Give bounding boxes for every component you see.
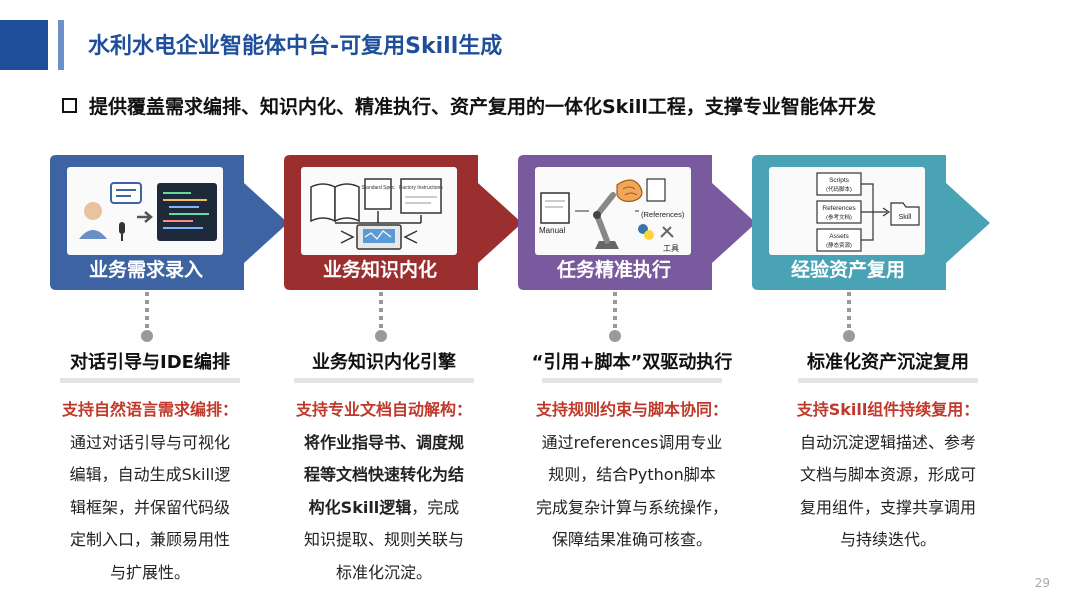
stage-3-label: 任务精准执行	[556, 259, 671, 281]
subtitle-text: 提供覆盖需求编排、知识内化、精准执行、资产复用的一体化Skill工程，支撑专业智…	[89, 96, 876, 118]
column-2-bold-line: 程等文档快速转化为结	[303, 465, 464, 484]
column-4-line: 与持续迭代。	[839, 530, 936, 549]
connector-1	[140, 290, 154, 346]
column-4-underline	[798, 378, 978, 383]
column-2-bold-line: 将作业指导书、调度规	[303, 432, 464, 452]
stage-4-references-text: References	[822, 205, 856, 212]
dialogue-ide-icon	[79, 182, 217, 241]
column-1-heading: 对话引导与IDE编排	[70, 352, 230, 373]
stage-4-scripts-text: Scripts	[829, 177, 850, 184]
precise-execution-icon: Manual (References) 工具	[539, 178, 685, 253]
subtitle: 提供覆盖需求编排、知识内化、精准执行、资产复用的一体化Skill工程，支撑专业智…	[62, 92, 876, 119]
title-accent-stripe	[58, 20, 64, 70]
column-3-highlight: 支持规则约束与脚本协同：	[535, 400, 728, 419]
connector-dot	[843, 330, 855, 342]
checkbox-bullet-icon	[62, 98, 77, 113]
column-2-underline	[294, 378, 474, 383]
column-4-line: 自动沉淀逻辑描述、参考	[799, 432, 976, 452]
column-2-heading: 业务知识内化引擎	[312, 352, 456, 373]
column-1-body: 支持自然语言需求编排： 通过对话引导与可视化 编辑，自动生成Skill逻 辑框架…	[50, 394, 250, 589]
stage-3-manual-text: Manual	[539, 226, 565, 235]
column-2-line: 知识提取、规则关联与	[303, 530, 464, 549]
knowledge-internalize-icon: Standard Spec Factory Instructions	[310, 178, 443, 250]
stage-4-assets-cn-text: (静态资源)	[826, 241, 852, 249]
column-2-after-bold: ，完成	[411, 497, 460, 517]
stage-1-illustration	[67, 167, 223, 255]
column-3-line: 规则，结合Python脚本	[548, 465, 716, 484]
stage-4-assets-text: Assets	[829, 233, 849, 240]
stage-2-label: 业务知识内化	[322, 259, 437, 281]
stage-2-doc2-text: Factory Instructions	[399, 185, 443, 191]
stage-1: 业务需求录入	[50, 155, 290, 290]
stage-4-scripts-cn-text: (代码脚本)	[826, 185, 852, 193]
column-4-body: 支持Skill组件持续复用： 自动沉淀逻辑描述、参考 文档与脚本资源，形成可 复…	[788, 394, 988, 557]
column-4-line: 复用组件，支撑共享调用	[799, 497, 976, 517]
column-3-line: 完成复杂计算与系统操作，	[535, 497, 728, 517]
connector-4	[842, 290, 856, 346]
column-1-line: 编辑，自动生成Skill逻	[69, 465, 231, 484]
stage-2: Standard Spec Factory Instructions 业务知识内…	[284, 155, 524, 290]
column-1-line: 定制入口，兼顾易用性	[69, 530, 230, 549]
stage-2-illustration: Standard Spec Factory Instructions	[301, 167, 457, 255]
asset-reuse-icon: Scripts (代码脚本) References (参考文档) Assets …	[816, 172, 920, 252]
stage-4-label: 经验资产复用	[790, 259, 905, 281]
column-4-heading: 标准化资产沉淀复用	[807, 352, 969, 373]
column-1-line: 与扩展性。	[109, 562, 190, 582]
column-1-underline	[60, 378, 240, 383]
column-3-underline	[542, 378, 722, 383]
column-3-heading: “引用+脚本”双驱动执行	[531, 352, 733, 373]
connector-3	[608, 290, 622, 346]
stage-4: Scripts (代码脚本) References (参考文档) Assets …	[752, 155, 992, 290]
column-4-line: 文档与脚本资源，形成可	[799, 465, 976, 484]
connector-2	[374, 290, 388, 346]
stage-4-references-cn-text: (参考文档)	[826, 213, 852, 221]
column-2-line: 标准化沉淀。	[335, 562, 432, 582]
page-number: 29	[1034, 576, 1050, 590]
connector-dot	[375, 330, 387, 342]
column-2-bold-part: 构化Skill逻辑	[308, 497, 412, 517]
column-2-highlight: 支持专业文档自动解构：	[295, 400, 472, 419]
column-1-line: 通过对话引导与可视化	[69, 432, 230, 452]
column-2-mixed-line: 构化Skill逻辑，完成	[284, 492, 484, 525]
page-title: 水利水电企业智能体中台-可复用Skill生成	[88, 34, 503, 59]
column-3-line: 通过references调用专业	[541, 432, 723, 452]
stage-3-tool-text: 工具	[663, 244, 679, 253]
column-3-line: 保障结果准确可核查。	[551, 530, 712, 549]
connector-dot	[609, 330, 621, 342]
stage-3-illustration: Manual (References) 工具	[535, 167, 691, 255]
column-1-highlight: 支持自然语言需求编排：	[61, 400, 238, 419]
column-3-body: 支持规则约束与脚本协同： 通过references调用专业 规则，结合Pytho…	[532, 394, 732, 557]
stage-2-doc1-text: Standard Spec	[361, 185, 395, 191]
column-2-body: 支持专业文档自动解构： 将作业指导书、调度规 程等文档快速转化为结 构化Skil…	[284, 394, 484, 589]
column-1-line: 辑框架，并保留代码级	[69, 497, 230, 517]
connector-dot	[141, 330, 153, 342]
stage-4-illustration: Scripts (代码脚本) References (参考文档) Assets …	[769, 167, 925, 255]
stage-4-skill-text: Skill	[899, 214, 912, 221]
stage-3-references-text: (References)	[641, 210, 685, 219]
stage-1-label: 业务需求录入	[88, 259, 203, 281]
column-4-highlight: 支持Skill组件持续复用：	[796, 400, 980, 419]
stage-3: Manual (References) 工具 任务精准执行	[518, 155, 758, 290]
title-accent-block	[0, 20, 48, 70]
